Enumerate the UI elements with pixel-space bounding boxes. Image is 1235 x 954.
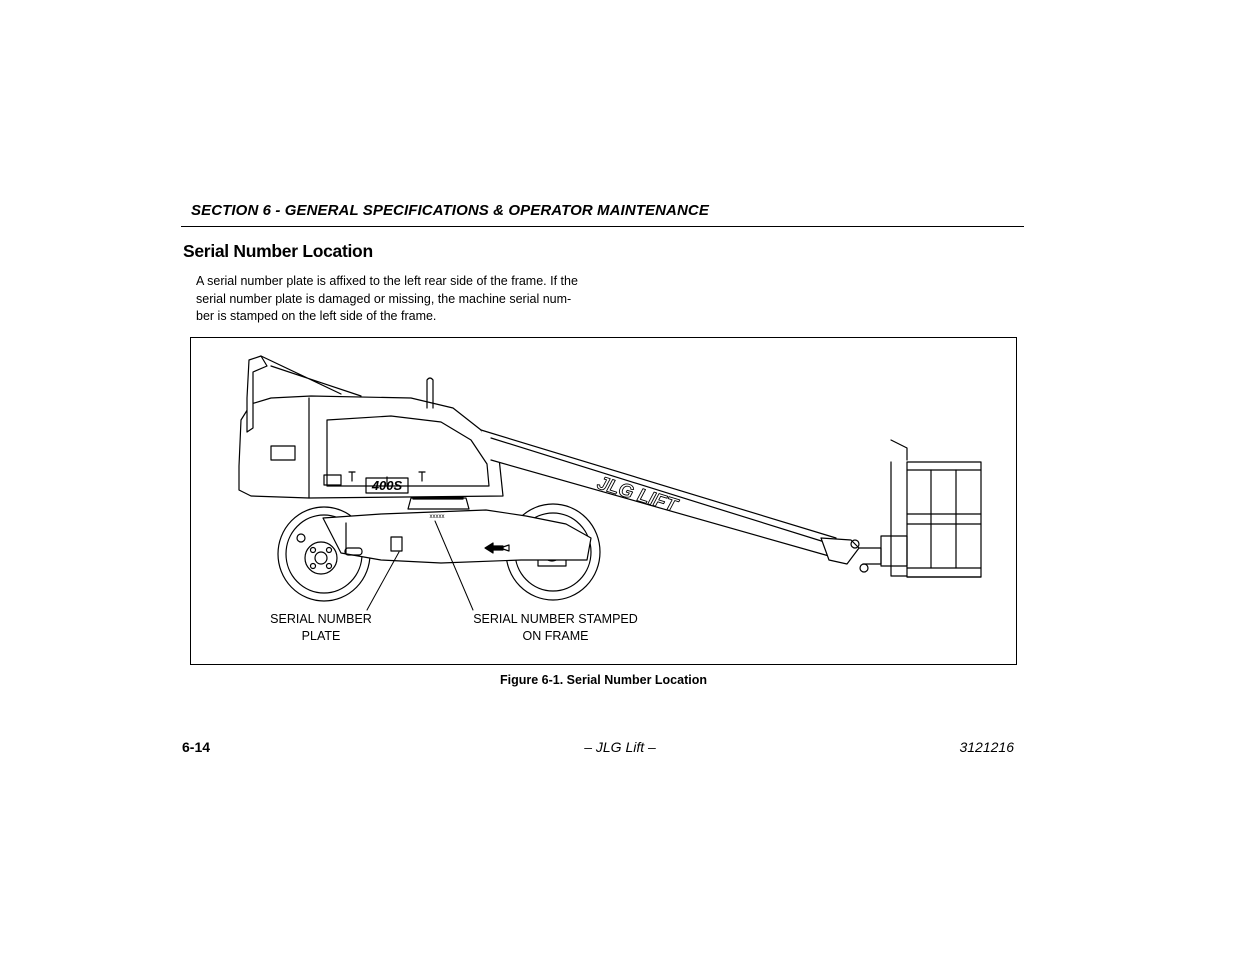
figure-caption: Figure 6-1. Serial Number Location xyxy=(500,673,707,687)
body-paragraph: A serial number plate is affixed to the … xyxy=(196,273,606,326)
body-line: ber is stamped on the left side of the f… xyxy=(196,309,437,324)
stamp-leader-line xyxy=(434,520,474,611)
page-title: Serial Number Location xyxy=(183,241,373,261)
callout-line: ON FRAME xyxy=(522,629,589,643)
header-rule xyxy=(181,226,1024,227)
callout-serial-number-stamped: SERIAL NUMBER STAMPED ON FRAME xyxy=(468,611,643,645)
direction-arrow-icon xyxy=(484,542,504,554)
document-number: 3121216 xyxy=(959,739,1014,755)
body-line: A serial number plate is affixed to the … xyxy=(196,274,578,288)
platform-basket xyxy=(880,439,982,578)
serial-number-plate-icon xyxy=(390,536,403,552)
plate-leader-line xyxy=(366,551,400,611)
body-line: serial number plate is damaged or missin… xyxy=(196,291,572,306)
section-header: SECTION 6 - GENERAL SPECIFICATIONS & OPE… xyxy=(191,202,709,219)
footer-title: – JLG Lift – xyxy=(584,739,656,755)
page-number: 6-14 xyxy=(182,739,211,755)
chassis xyxy=(322,509,592,564)
model-badge xyxy=(365,477,409,494)
serial-stamp-text: xxxxx xyxy=(430,514,445,520)
boom-lift-illustration: 400S JLG LIFT xxxxx xyxy=(238,355,982,611)
callout-line: SERIAL NUMBER STAMPED xyxy=(473,612,638,626)
callout-line: SERIAL NUMBER xyxy=(270,612,372,626)
model-badge-text: 400S xyxy=(371,478,403,493)
callout-line: PLATE xyxy=(301,629,341,643)
figure-frame: 400S JLG LIFT xxxxx SERIAL NUMBE xyxy=(190,337,1017,665)
callout-serial-number-plate: SERIAL NUMBER PLATE xyxy=(266,611,376,645)
